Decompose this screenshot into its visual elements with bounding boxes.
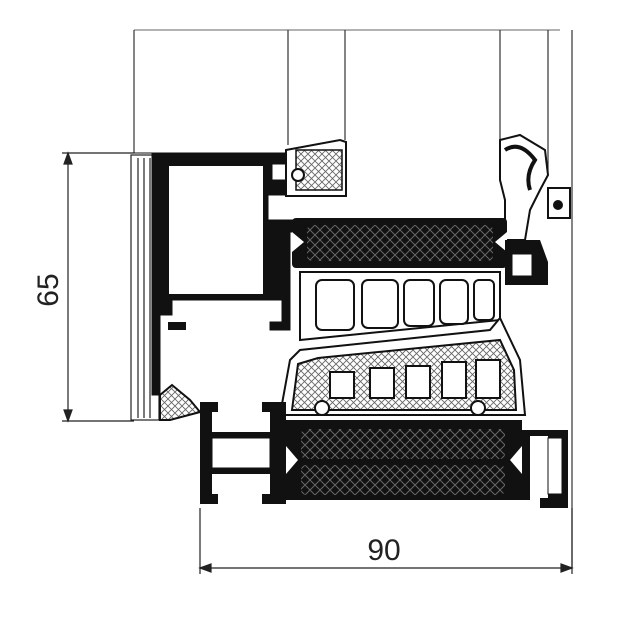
dimension-width-label: 90 <box>367 534 400 567</box>
thermal-break-chambers <box>299 271 501 342</box>
upper-frame-profile <box>134 152 297 396</box>
dimension-line-width <box>198 508 574 574</box>
lower-hatched-frame <box>290 338 518 416</box>
glazing-vertical-lines <box>133 29 573 568</box>
upper-thermal-insulation-block <box>292 218 507 268</box>
upper-glazing-gasket <box>285 138 347 197</box>
dimension-height-label: 65 <box>32 273 65 306</box>
dimension-line-height <box>62 151 134 423</box>
lower-left-gasket <box>159 383 202 421</box>
right-sash-gasket <box>499 133 571 241</box>
lower-thermal-insulation-block <box>286 424 522 500</box>
upper-right-frame-hook <box>505 240 548 285</box>
